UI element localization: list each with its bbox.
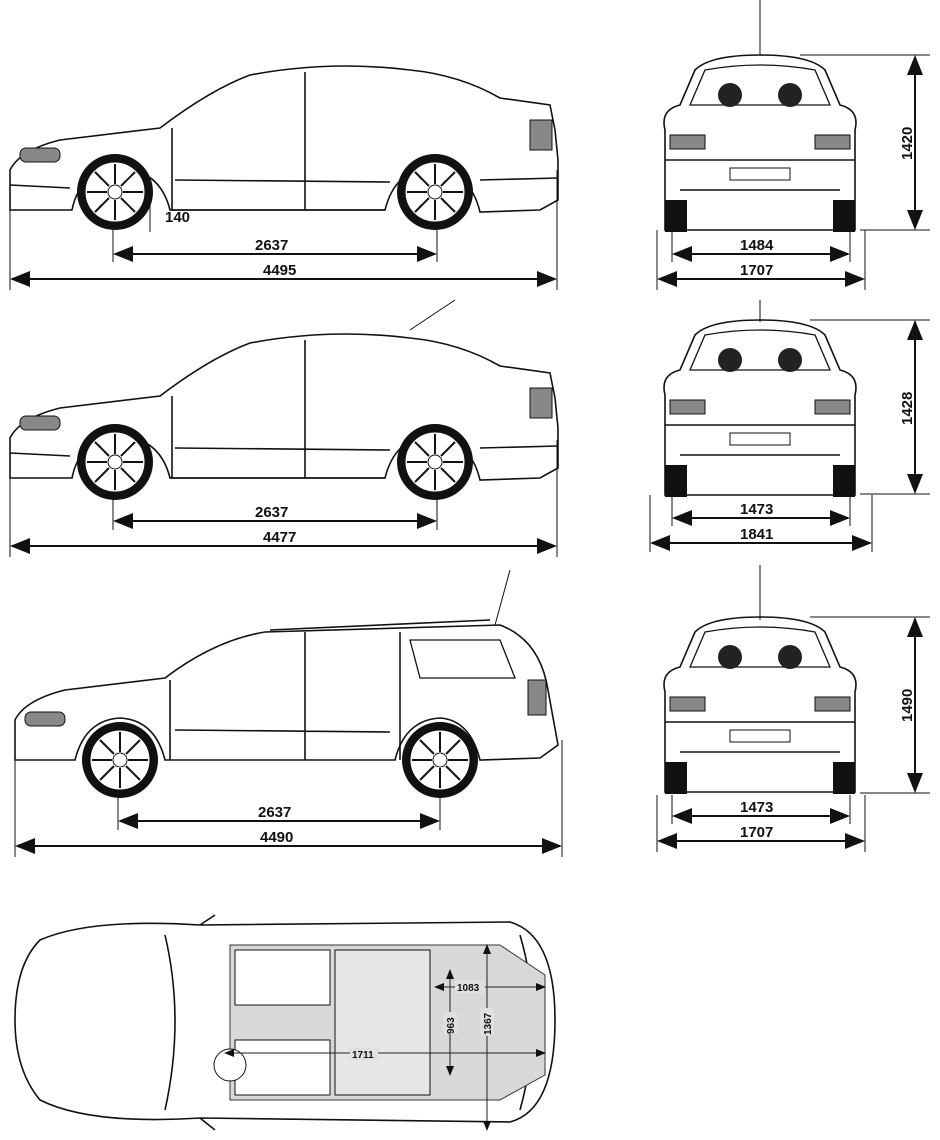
wagon-wheelbase-label: 2637 bbox=[258, 804, 291, 821]
hatchback-length-label: 4477 bbox=[263, 529, 296, 546]
sedan-front-view bbox=[663, 0, 857, 233]
wagon-track-label: 1473 bbox=[740, 799, 773, 816]
hatchback-wheelbase-label: 2637 bbox=[255, 504, 288, 521]
hatchback-rear-view bbox=[663, 300, 857, 498]
cargo-width-between-arches-label: 1083 bbox=[457, 983, 480, 994]
sedan-width-label: 1707 bbox=[740, 262, 773, 279]
sedan-length-label: 4495 bbox=[263, 262, 296, 279]
cargo-width-max-label: 1367 bbox=[483, 1012, 494, 1035]
top-view bbox=[14, 914, 556, 1131]
wagon-side-view bbox=[14, 569, 559, 799]
sedan-wheelbase-label: 2637 bbox=[255, 237, 288, 254]
wagon-length-label: 4490 bbox=[260, 829, 293, 846]
wagon-width-label: 1707 bbox=[740, 824, 773, 841]
cargo-length-max-label: 1711 bbox=[352, 1050, 374, 1061]
sedan-ground-clearance-label: 140 bbox=[165, 209, 190, 226]
sedan-track-label: 1484 bbox=[740, 237, 774, 254]
hatchback-track-label: 1473 bbox=[740, 501, 773, 518]
sedan-side-view bbox=[9, 65, 559, 231]
hatchback-side-view bbox=[9, 299, 559, 501]
hatchback-height-label: 1428 bbox=[899, 392, 916, 425]
wagon-rear-view bbox=[663, 565, 857, 795]
wagon-height-label: 1490 bbox=[899, 689, 916, 722]
hatchback-width-label: 1841 bbox=[740, 526, 773, 543]
sedan-height-label: 1420 bbox=[899, 127, 916, 160]
cargo-length-seatback-label: 963 bbox=[446, 1017, 457, 1034]
